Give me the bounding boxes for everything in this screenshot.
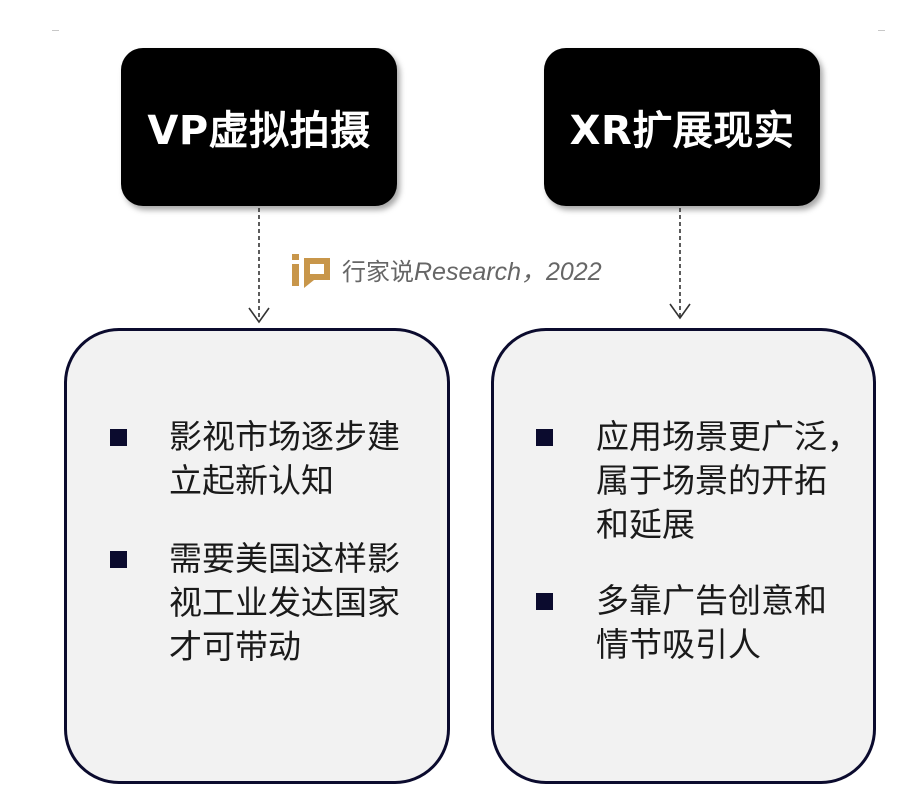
watermark-source: Research，2022 <box>414 258 602 286</box>
xr-header-title: XR扩展现实 <box>569 108 795 154</box>
bullet-icon <box>110 551 127 568</box>
xr-header-box: XR扩展现实 <box>544 48 820 206</box>
corner-mark-left <box>52 30 59 31</box>
watermark-brand: 行家说 <box>342 258 414 286</box>
watermark-text: 行家说Research，2022 <box>342 252 602 288</box>
brand-logo-icon <box>292 254 330 288</box>
xr-content-box: 应用场景更广泛， 属于场景的开拓 和延展 多靠广告创意和 情节吸引人 <box>491 328 876 784</box>
vp-header-title: VP虚拟拍摄 <box>147 108 371 154</box>
xr-item-2: 多靠广告创意和 情节吸引人 <box>596 581 827 664</box>
bullet-icon <box>110 429 127 446</box>
xr-arrow <box>669 208 691 320</box>
source-watermark: 行家说Research，2022 <box>290 250 602 290</box>
xr-item-1: 应用场景更广泛， 属于场景的开拓 和延展 <box>596 417 860 544</box>
vp-header-box: VP虚拟拍摄 <box>121 48 397 206</box>
bullet-icon <box>536 593 553 610</box>
vp-item-1: 影视市场逐步建 立起新认知 <box>169 417 400 500</box>
vp-item-2: 需要美国这样影 视工业发达国家 才可带动 <box>169 539 400 666</box>
corner-mark-right <box>878 30 885 31</box>
bullet-icon <box>536 429 553 446</box>
vp-content-box: 影视市场逐步建 立起新认知 需要美国这样影 视工业发达国家 才可带动 <box>64 328 450 784</box>
vp-arrow <box>248 208 270 324</box>
